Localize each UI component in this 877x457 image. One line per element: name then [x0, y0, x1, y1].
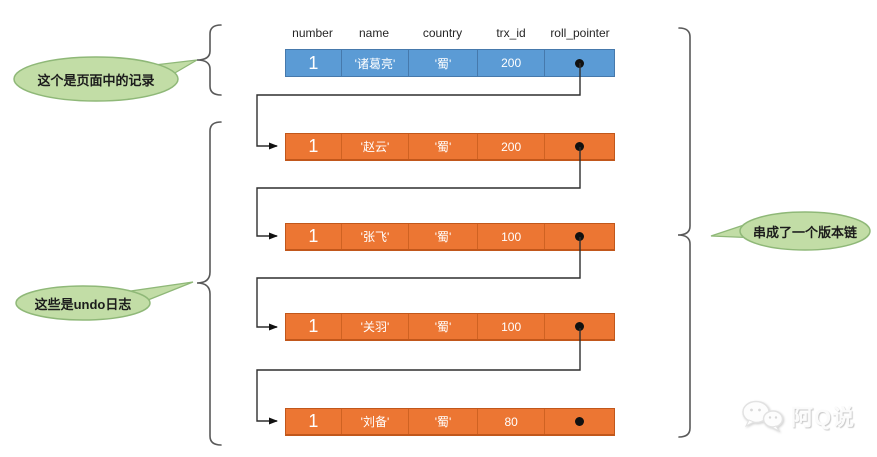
undo-trx-id-cell: 80: [476, 409, 545, 434]
column-headers: number name country trx_id roll_pointer: [285, 26, 615, 41]
undo-roll-pointer-cell: [544, 314, 614, 339]
undo-name-cell: '赵云': [340, 134, 409, 159]
record-name-cell: '诸葛亮': [340, 50, 409, 76]
roll-pointer-dot: [575, 232, 585, 241]
callout-version-chain-label: 串成了一个版本链: [752, 224, 857, 240]
undo-trx-id-cell: 200: [476, 134, 545, 159]
undo-country-cell: '蜀': [408, 224, 477, 249]
undo-country-cell: '蜀': [408, 409, 477, 434]
brace-right-version-chain: [677, 27, 691, 438]
undo-roll-pointer-cell: [544, 224, 614, 249]
undo-log-row: 1 '刘备' '蜀' 80: [285, 408, 615, 436]
column-header-name: name: [358, 26, 390, 40]
page-record-row: 1 '诸葛亮' '蜀' 200: [285, 49, 615, 77]
undo-country-cell: '蜀': [408, 314, 477, 339]
record-trx-id-cell: 200: [476, 50, 545, 76]
undo-number-cell: 1: [308, 411, 319, 431]
undo-roll-pointer-cell: [544, 134, 614, 159]
undo-name-cell: '关羽': [340, 314, 409, 339]
brace-left-undo: [196, 121, 222, 446]
undo-log-row: 1 '张飞' '蜀' 100: [285, 223, 615, 251]
undo-trx-id-cell: 100: [476, 224, 545, 249]
column-header-roll-pointer: roll_pointer: [550, 26, 610, 40]
undo-number-cell: 1: [308, 316, 319, 336]
undo-name-cell: '刘备': [340, 409, 409, 434]
record-country-cell: '蜀': [408, 50, 477, 76]
roll-pointer-dot: [575, 322, 585, 331]
undo-log-row: 1 '赵云' '蜀' 200: [285, 133, 615, 161]
roll-pointer-dot: [575, 58, 585, 68]
undo-number-cell: 1: [308, 226, 319, 246]
chat-bubbles-icon: [742, 400, 784, 432]
undo-country-cell: '蜀': [408, 134, 477, 159]
undo-number-cell: 1: [308, 136, 319, 156]
undo-roll-pointer-cell: [544, 409, 614, 434]
callout-page-record-label: 这个是页面中的记录: [37, 72, 155, 88]
brace-left-record: [196, 24, 222, 96]
watermark: 阿Q说: [742, 400, 855, 432]
callout-undo-logs-label: 这些是undo日志: [34, 296, 132, 312]
record-roll-pointer-cell: [544, 50, 614, 76]
column-header-country: country: [422, 26, 463, 40]
column-header-trx-id: trx_id: [496, 26, 526, 40]
undo-trx-id-cell: 100: [476, 314, 545, 339]
roll-pointer-dot: [575, 142, 585, 151]
record-number-cell: 1: [308, 52, 319, 73]
undo-log-row: 1 '关羽' '蜀' 100: [285, 313, 615, 341]
watermark-text: 阿Q说: [791, 405, 856, 430]
roll-pointer-dot: [575, 417, 585, 426]
column-header-number: number: [292, 26, 333, 40]
undo-name-cell: '张飞': [340, 224, 409, 249]
